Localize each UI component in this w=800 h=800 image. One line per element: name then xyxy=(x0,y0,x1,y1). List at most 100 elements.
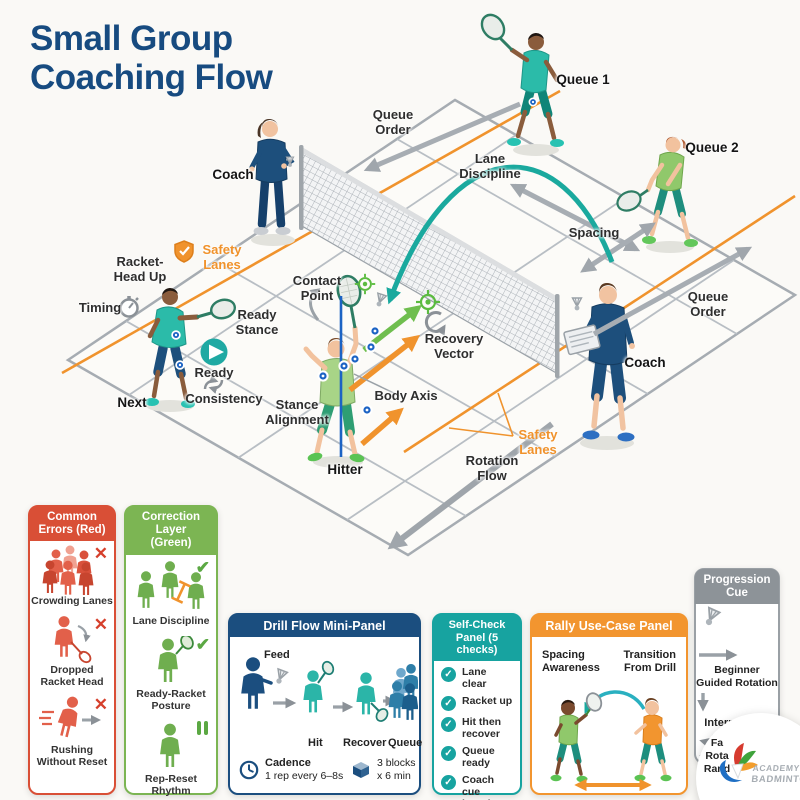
player-next xyxy=(145,288,237,412)
rally-title: Rally Use-Case Panel xyxy=(531,614,687,638)
clipboard xyxy=(563,324,601,356)
cadence-value: 1 rep every 6–8s xyxy=(265,770,344,783)
drill-flow-title: Drill Flow Mini-Panel xyxy=(229,614,420,638)
recovery-vector-label: Recovery Vector xyxy=(424,331,484,361)
blocks-icon xyxy=(353,761,369,778)
progression-panel: Progression Cue Beginner Guided Rotation… xyxy=(694,568,780,764)
racket-head-up-label: Racket- Head Up xyxy=(113,254,167,284)
check-circle-icon: ✓ xyxy=(441,717,456,733)
safety-lanes-right-label: Safety Lanes xyxy=(518,427,558,457)
shuttle-trajectory-arc xyxy=(386,164,615,305)
check-row: ✓Hit then recover xyxy=(441,716,513,740)
ready-racket-illustration xyxy=(158,635,194,682)
check-circle-icon: ✓ xyxy=(441,696,456,712)
coach-left xyxy=(249,119,295,246)
hitter-label: Hitter xyxy=(327,462,363,477)
safety-lane-line-top xyxy=(61,89,561,375)
rally-panel: Rally Use-Case Panel Spacing Awareness T… xyxy=(530,613,688,795)
spacing-awareness-label: Spacing Awareness xyxy=(542,649,600,674)
drill-flow-panel: Drill Flow Mini-Panel Feed Hit Recover Q… xyxy=(228,613,423,795)
coach-left-label: Coach xyxy=(212,167,254,182)
correction-layer-title: Correction Layer (Green) xyxy=(125,506,217,555)
coach-right xyxy=(563,283,635,450)
correction-item-rhythm: Rep-Reset Rhythm xyxy=(126,720,216,797)
cross-icon: ✕ xyxy=(93,614,108,634)
check-row: ✓Lane clear xyxy=(441,666,513,690)
queue-order-top-arrow xyxy=(363,101,521,172)
recovery-loop-icon xyxy=(424,311,446,336)
page-title: Small Group Coaching Flow xyxy=(30,19,273,97)
spacing-label: Spacing xyxy=(568,225,620,240)
stance-alignment-label: Stance Alignment xyxy=(265,397,329,427)
clock-icon xyxy=(239,760,259,780)
queue-order-right-label: Queue Order xyxy=(687,289,729,319)
timing-label: Timing xyxy=(78,300,122,315)
arrow-right-icon xyxy=(699,649,738,661)
ready-label: Ready xyxy=(194,365,234,380)
academy-wordmark: ACADEMY BADMINTON xyxy=(751,763,800,786)
progression-title: Progression Cue xyxy=(695,569,779,605)
blocks-value: 3 blocks x 6 min xyxy=(377,757,416,782)
common-errors-panel: Common Errors (Red) ✕ Crowding Lanes ✕ D… xyxy=(28,505,116,795)
common-errors-title: Common Errors (Red) xyxy=(29,506,115,542)
cross-icon: ✕ xyxy=(93,544,108,564)
rotation-flow-label: Rotation Flow xyxy=(465,453,519,483)
transition-label: Transition From Drill xyxy=(623,649,676,674)
player-queue1 xyxy=(480,13,564,156)
rotation-flow-arrow xyxy=(387,421,554,550)
queue-label: Queue xyxy=(388,737,423,749)
swing-curve-arrow xyxy=(309,288,321,321)
correction-item-lane: ✔ Lane Discipline xyxy=(126,559,216,627)
queue1-label: Queue 1 xyxy=(556,72,610,87)
badminton-net xyxy=(299,145,560,378)
title-line1: Small Group xyxy=(30,19,233,58)
play-icon xyxy=(200,338,228,366)
correction-layer-panel: Correction Layer (Green) ✔ Lane Discipli… xyxy=(124,505,218,797)
academy-word-line1: ACADEMY xyxy=(752,763,800,773)
check-row: ✓Racket up xyxy=(441,695,513,712)
spacing-arrow xyxy=(580,222,656,273)
consistency-cycle-icon-top xyxy=(203,375,219,390)
error-item-crowding: ✕ Crowding Lanes xyxy=(31,544,113,608)
check-circle-icon: ✓ xyxy=(441,775,456,791)
beginner-label: Beginner Guided Rotation xyxy=(696,664,778,689)
flow-arrows xyxy=(203,101,753,550)
self-check-title: Self-Check Panel (5 checks) xyxy=(433,614,521,661)
dropped-racket-illustration xyxy=(54,615,92,663)
check-row: ✓Queue ready xyxy=(441,745,513,769)
body-axis-label: Body Axis xyxy=(374,388,438,403)
body-axis-pointer-line xyxy=(353,373,401,397)
queue-order-top-label: Queue Order xyxy=(372,107,414,137)
self-check-panel: Self-Check Panel (5 checks) ✓Lane clear … xyxy=(432,613,522,800)
rally-scene xyxy=(550,690,672,791)
safety-lanes-pointer-lines xyxy=(448,392,514,437)
queue-order-right-arrow xyxy=(592,246,753,337)
correction-item-posture: ✔ Ready-Racket Posture xyxy=(126,634,216,712)
cadence-label: Cadence xyxy=(265,757,311,769)
check-icon: ✔ xyxy=(195,634,210,654)
error-item-rushing: ✕ Rushing Without Reset xyxy=(30,694,114,768)
shield-icon xyxy=(174,240,194,263)
safety-lanes-top-label: Safety Lanes xyxy=(202,242,242,272)
academy-word-line2: BADMINTON xyxy=(750,773,800,785)
arrow-down-icon xyxy=(697,693,709,712)
check-circle-icon: ✓ xyxy=(441,746,456,762)
body-axis-arrow-upper xyxy=(348,334,421,393)
lane-discipline-illustration xyxy=(137,560,205,609)
blocks-group: 3 blocks x 6 min xyxy=(350,757,416,782)
rushing-illustration xyxy=(39,695,102,739)
lane-discipline-label: Lane Discipline xyxy=(459,151,521,181)
cross-icon: ✕ xyxy=(93,694,108,714)
feed-label: Feed xyxy=(264,649,290,661)
stopwatch-icon xyxy=(119,296,139,318)
error-item-dropped: ✕ Dropped Racket Head xyxy=(30,616,114,688)
coach-right-label: Coach xyxy=(624,355,666,370)
pause-icon xyxy=(197,720,208,735)
ready-stance-label: Ready Stance xyxy=(235,307,279,337)
queue2-label: Queue 2 xyxy=(685,140,739,155)
next-label: Next xyxy=(117,395,147,410)
shuttlecock-icon xyxy=(701,606,721,629)
